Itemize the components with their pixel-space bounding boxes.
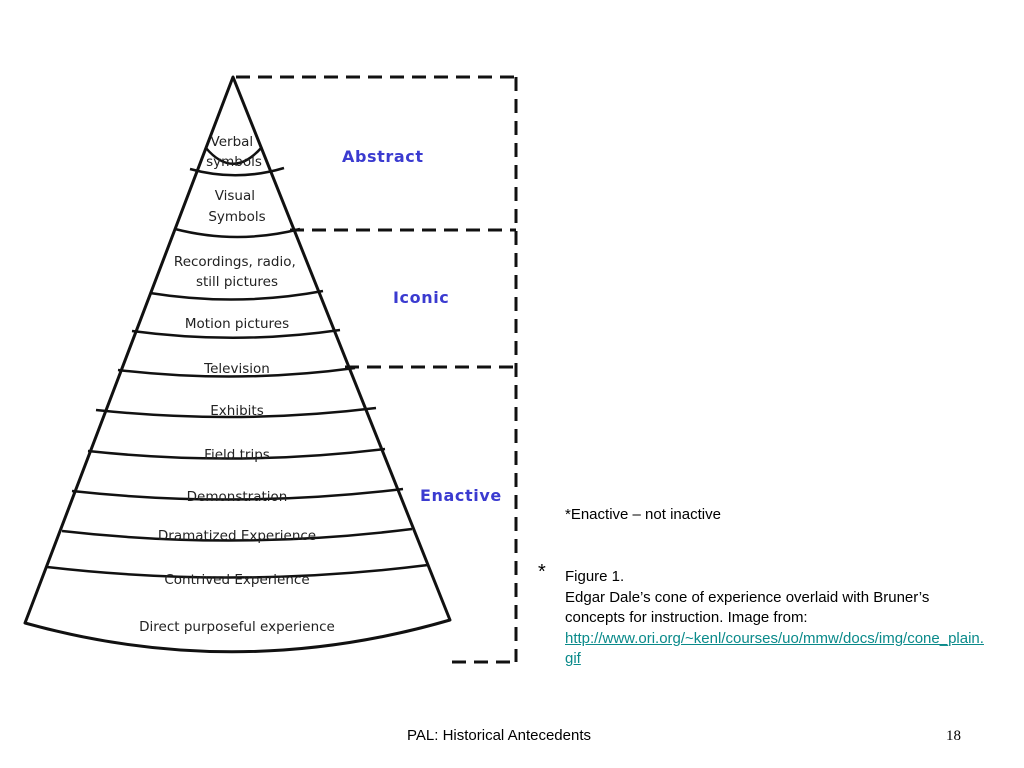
- layer-label-dramatized-experience: Dramatized Experience: [158, 528, 316, 544]
- layer-label-field-trips: Field trips: [204, 447, 270, 463]
- bruner-dashed-brackets: [236, 75, 518, 664]
- layer-label-demonstration: Demonstration: [187, 489, 288, 505]
- layer-label-visual-symbols: Visual Symbols: [208, 188, 265, 225]
- page-number: 18: [946, 728, 961, 744]
- layer-label-verbal-symbols: Verbal symbols: [206, 134, 262, 170]
- band-label-iconic: Iconic: [393, 288, 449, 307]
- layer-label-recordings: Recordings, radio, still pictures: [174, 254, 300, 290]
- caption-source-link[interactable]: http://www.ori.org/~kenl/courses/uo/mmw/…: [565, 629, 984, 668]
- asterisk-marker: *: [538, 561, 546, 583]
- slide-footer: PAL: Historical Antecedents: [407, 727, 591, 744]
- layer-label-contrived-experience: Contrived Experience: [164, 572, 309, 588]
- band-label-abstract: Abstract: [342, 147, 424, 166]
- enactive-note: *Enactive – not inactive: [565, 506, 721, 523]
- layer-label-direct-experience: Direct purposeful experience: [139, 619, 335, 635]
- figure-caption: Figure 1. Edgar Dale’s cone of experienc…: [565, 567, 985, 670]
- layer-label-television: Television: [203, 361, 270, 377]
- layer-label-motion-pictures: Motion pictures: [185, 316, 289, 332]
- layer-label-exhibits: Exhibits: [210, 403, 263, 419]
- caption-text: Edgar Dale’s cone of experience overlaid…: [565, 588, 930, 627]
- layer-dividers: [46, 146, 429, 579]
- cone-outline: [23, 75, 452, 654]
- layer-labels: Verbal symbols Visual Symbols Recordings…: [139, 134, 335, 635]
- band-label-enactive: Enactive: [420, 486, 502, 505]
- caption-title: Figure 1.: [565, 568, 625, 585]
